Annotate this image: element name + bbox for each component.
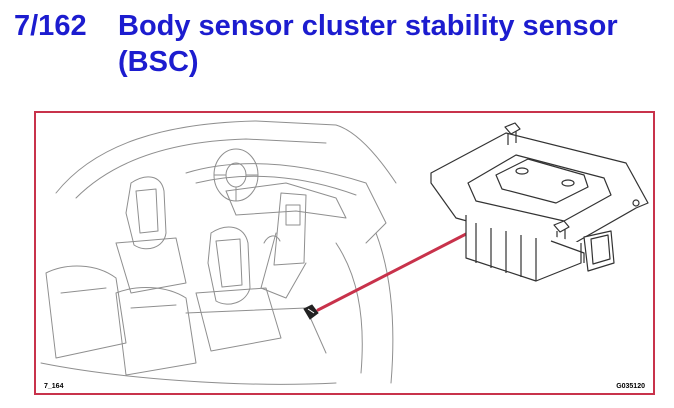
section-title: Body sensor cluster stability sensor (BS… bbox=[118, 10, 618, 78]
sensor-location-marker bbox=[303, 304, 319, 320]
section-number: 7/162 bbox=[14, 10, 87, 42]
figure-code-right: G035120 bbox=[616, 383, 645, 390]
illustration-frame: 7_164 G035120 bbox=[34, 111, 655, 395]
bsc-sensor-drawing bbox=[430, 122, 649, 282]
car-interior-drawing bbox=[40, 120, 397, 385]
figure-code-left: 7_164 bbox=[44, 383, 64, 390]
illustration bbox=[40, 120, 649, 385]
pointer-line bbox=[316, 231, 470, 312]
